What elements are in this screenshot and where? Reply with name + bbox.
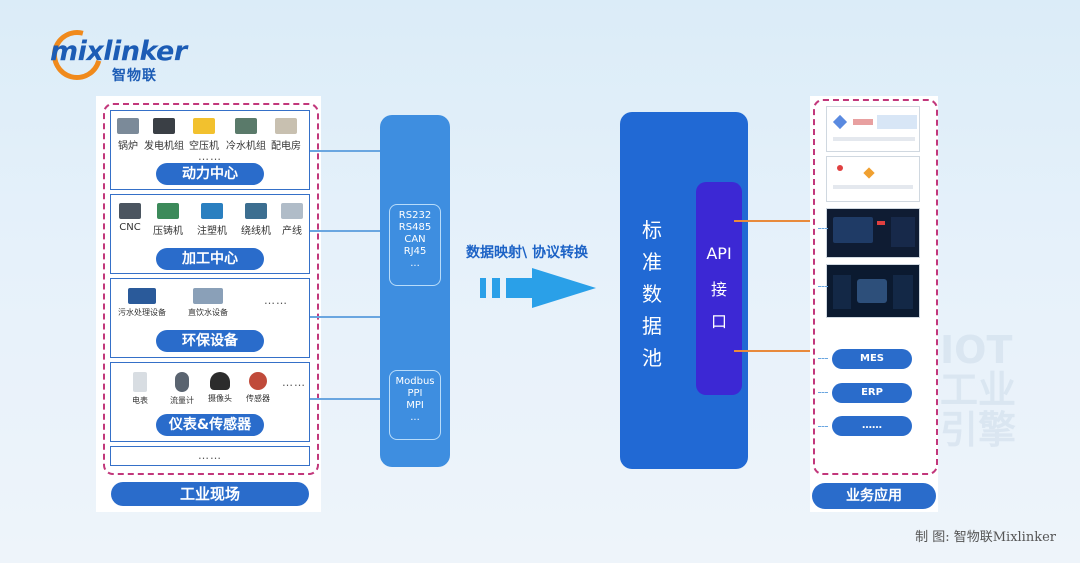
- arrow-dash-2: [492, 278, 500, 298]
- section-more: [110, 446, 310, 466]
- device-power-room: 配电房: [270, 118, 302, 152]
- logo-subtitle: 智物联: [112, 68, 157, 84]
- credit-text: 制 图: 智物联Mixlinker: [915, 530, 1056, 545]
- protocol-more-2: ...: [410, 412, 420, 423]
- device-drinking-water: 直饮水设备: [182, 288, 234, 318]
- section-title-power: 动力中心: [156, 163, 264, 185]
- flow-meter-icon: [175, 372, 189, 392]
- section-title-meters: 仪表&传感器: [156, 414, 264, 436]
- section-more-dots: ……: [198, 449, 222, 462]
- api-char-kou: 口: [710, 312, 727, 331]
- protocol-rs485: RS485: [398, 222, 432, 233]
- section-power-more: ……: [198, 150, 222, 163]
- sensor-icon: [249, 372, 267, 390]
- app-screenshot-4: [826, 264, 920, 318]
- generator-icon: [153, 118, 175, 134]
- device-sensor: 传感器: [242, 372, 274, 404]
- api-interface-box: [696, 182, 742, 395]
- device-winding: 绕线机: [240, 203, 272, 237]
- app-screenshot-3: [826, 208, 920, 258]
- device-injection-molding: 注塑机: [196, 203, 228, 237]
- pool-char-2: 准: [642, 250, 662, 274]
- business-application-label: 业务应用: [812, 483, 936, 509]
- chiller-icon: [235, 118, 257, 134]
- protocol-column: [380, 115, 450, 467]
- device-air-compressor: 空压机: [188, 118, 220, 152]
- right-tick-1: [818, 228, 828, 229]
- api-connector-lower: [734, 350, 818, 352]
- device-generator: 发电机组: [142, 118, 186, 152]
- right-tick-4: [818, 392, 828, 393]
- device-camera: 摄像头: [204, 372, 236, 404]
- protocol-can: CAN: [404, 234, 426, 245]
- cnc-icon: [119, 203, 141, 219]
- air-compressor-icon: [193, 118, 215, 134]
- protocol-rj45: RJ45: [403, 246, 427, 257]
- arrow-body: [506, 278, 532, 298]
- section-meters-more: ……: [282, 376, 306, 389]
- camera-icon: [210, 372, 230, 390]
- section-environmental-more: ……: [264, 294, 288, 307]
- protocol-modbus: Modbus: [395, 376, 435, 387]
- biz-erp: ERP: [832, 383, 912, 403]
- device-die-casting: 压铸机: [152, 203, 184, 237]
- data-mapping-label: 数据映射\ 协议转换: [466, 245, 588, 261]
- protocol-ppi: PPI: [407, 388, 423, 399]
- injection-molding-icon: [201, 203, 223, 219]
- api-label: API: [706, 244, 732, 263]
- protocol-group-serial: RS232 RS485 CAN RJ45 ...: [389, 204, 441, 286]
- pool-char-4: 据: [642, 314, 662, 338]
- arrow-dash-1: [480, 278, 486, 298]
- industrial-site-dashed-border: [103, 103, 319, 475]
- logo-brand: mixlinker: [50, 36, 187, 67]
- device-electric-meter: 电表: [124, 372, 156, 406]
- device-chiller: 冷水机组: [224, 118, 268, 152]
- power-room-icon: [275, 118, 297, 134]
- winding-icon: [245, 203, 267, 219]
- business-application-dashed-border: [813, 99, 938, 475]
- pool-char-5: 池: [642, 346, 662, 370]
- connector-processing: [310, 230, 380, 232]
- right-tick-3: [818, 358, 828, 359]
- device-flow-meter: 流量计: [166, 372, 198, 406]
- section-title-processing: 加工中心: [156, 248, 264, 270]
- api-connector-upper: [734, 220, 818, 222]
- api-char-jie: 接: [710, 280, 727, 299]
- protocol-more: ...: [410, 258, 420, 269]
- electric-meter-icon: [133, 372, 147, 392]
- device-boiler: 锅炉: [112, 118, 144, 152]
- section-title-environmental: 环保设备: [156, 330, 264, 352]
- biz-mes: MES: [832, 349, 912, 369]
- connector-environmental: [310, 316, 380, 318]
- right-tick-5: [818, 426, 828, 427]
- protocol-group-industrial: Modbus PPI MPI ...: [389, 370, 441, 440]
- app-screenshot-2: [826, 156, 920, 202]
- protocol-rs232: RS232: [398, 210, 432, 221]
- pool-char-3: 数: [642, 282, 662, 306]
- device-sewage-treatment: 污水处理设备: [114, 288, 170, 318]
- app-screenshot-1: [826, 106, 920, 152]
- boiler-icon: [117, 118, 139, 134]
- arrow-right-icon: [532, 268, 596, 308]
- drinking-water-icon: [193, 288, 223, 304]
- connector-power: [310, 150, 380, 152]
- protocol-mpi: MPI: [406, 400, 424, 411]
- pool-char-1: 标: [642, 218, 662, 242]
- industrial-site-label: 工业现场: [111, 482, 309, 506]
- die-casting-icon: [157, 203, 179, 219]
- connector-meters: [310, 398, 380, 400]
- right-tick-2: [818, 286, 828, 287]
- biz-more: ……: [832, 416, 912, 436]
- sewage-treatment-icon: [128, 288, 156, 304]
- device-production-line: 产线: [276, 203, 308, 237]
- device-cnc: CNC: [114, 203, 146, 233]
- production-line-icon: [281, 203, 303, 219]
